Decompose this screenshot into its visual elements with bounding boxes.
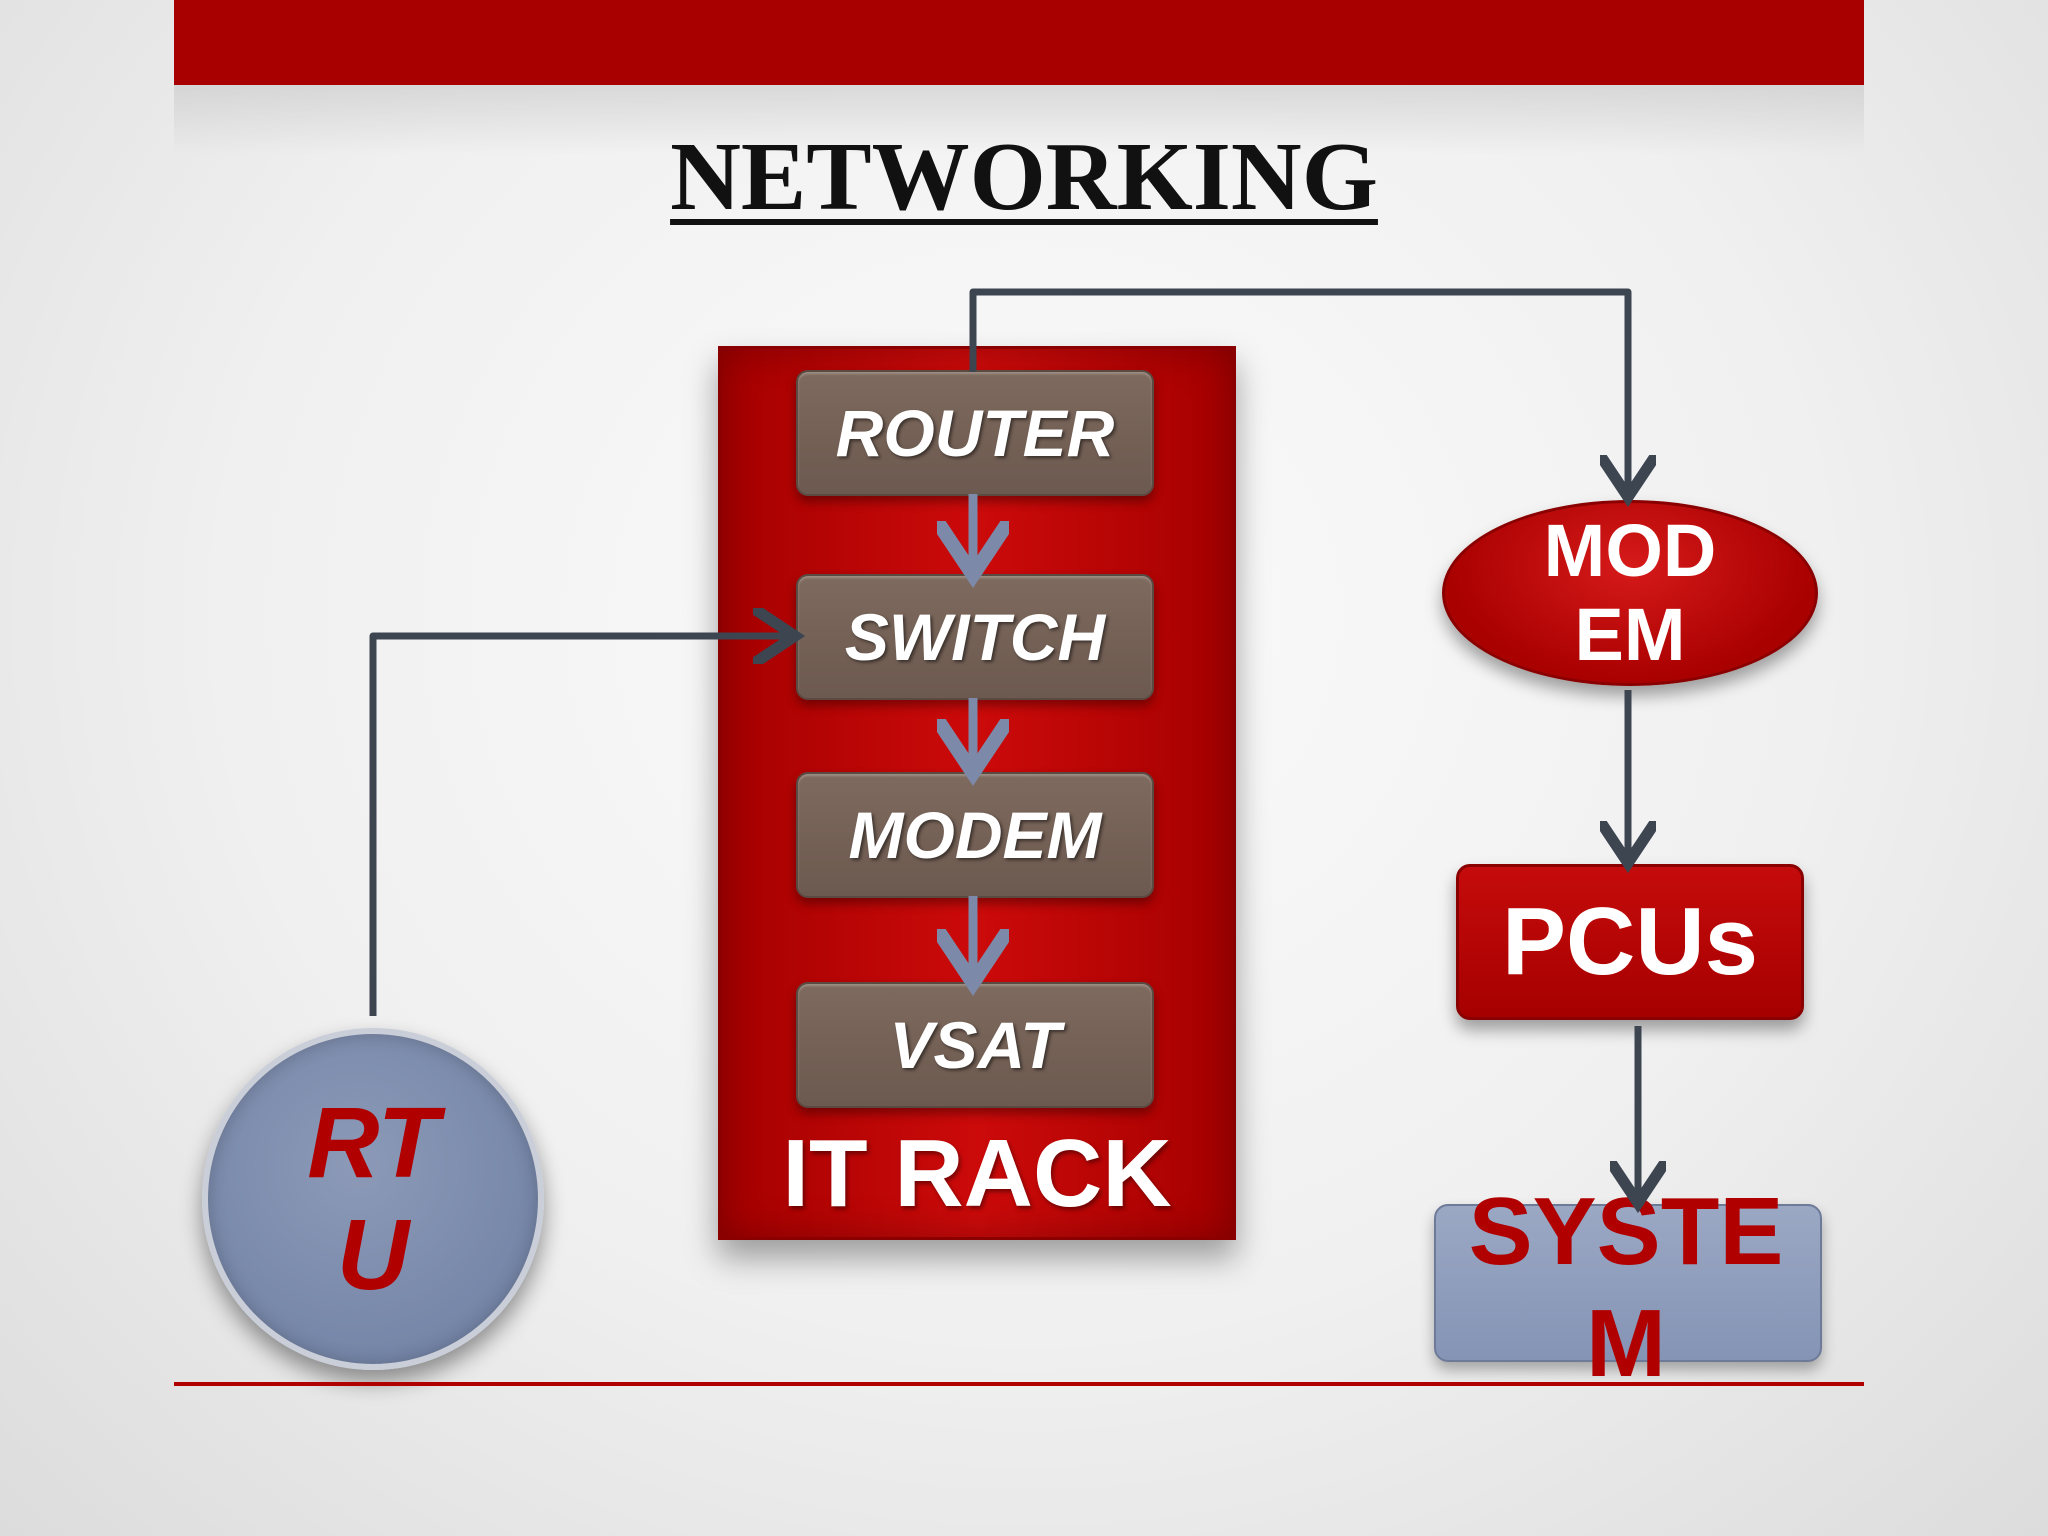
it-rack-label: IT RACK	[782, 1120, 1172, 1227]
router-to-modem-connector	[969, 288, 1628, 490]
system-node-line2: M	[1586, 1290, 1666, 1397]
system-node	[1434, 1204, 1822, 1362]
modem-node-line2: EM	[1574, 593, 1686, 676]
top-banner-bar	[174, 0, 1864, 85]
router-box: ROUTER	[796, 370, 1154, 496]
rtu-node-line1: RT	[307, 1087, 439, 1199]
rtu-node: RT U	[202, 1028, 544, 1370]
modem-box: MODEM	[796, 772, 1154, 898]
rtu-node-line2: U	[336, 1199, 410, 1311]
rtu-to-switch-connector	[369, 636, 788, 1016]
pcus-node: PCUs	[1456, 864, 1804, 1020]
bottom-rule	[174, 1382, 1864, 1386]
slide-title: NETWORKING	[670, 123, 1378, 231]
switch-box: SWITCH	[796, 574, 1154, 700]
modem-node-line1: MOD	[1543, 509, 1717, 592]
modem-node: MOD EM	[1442, 500, 1818, 686]
vsat-box: VSAT	[796, 982, 1154, 1108]
banner-shadow	[174, 85, 1864, 155]
